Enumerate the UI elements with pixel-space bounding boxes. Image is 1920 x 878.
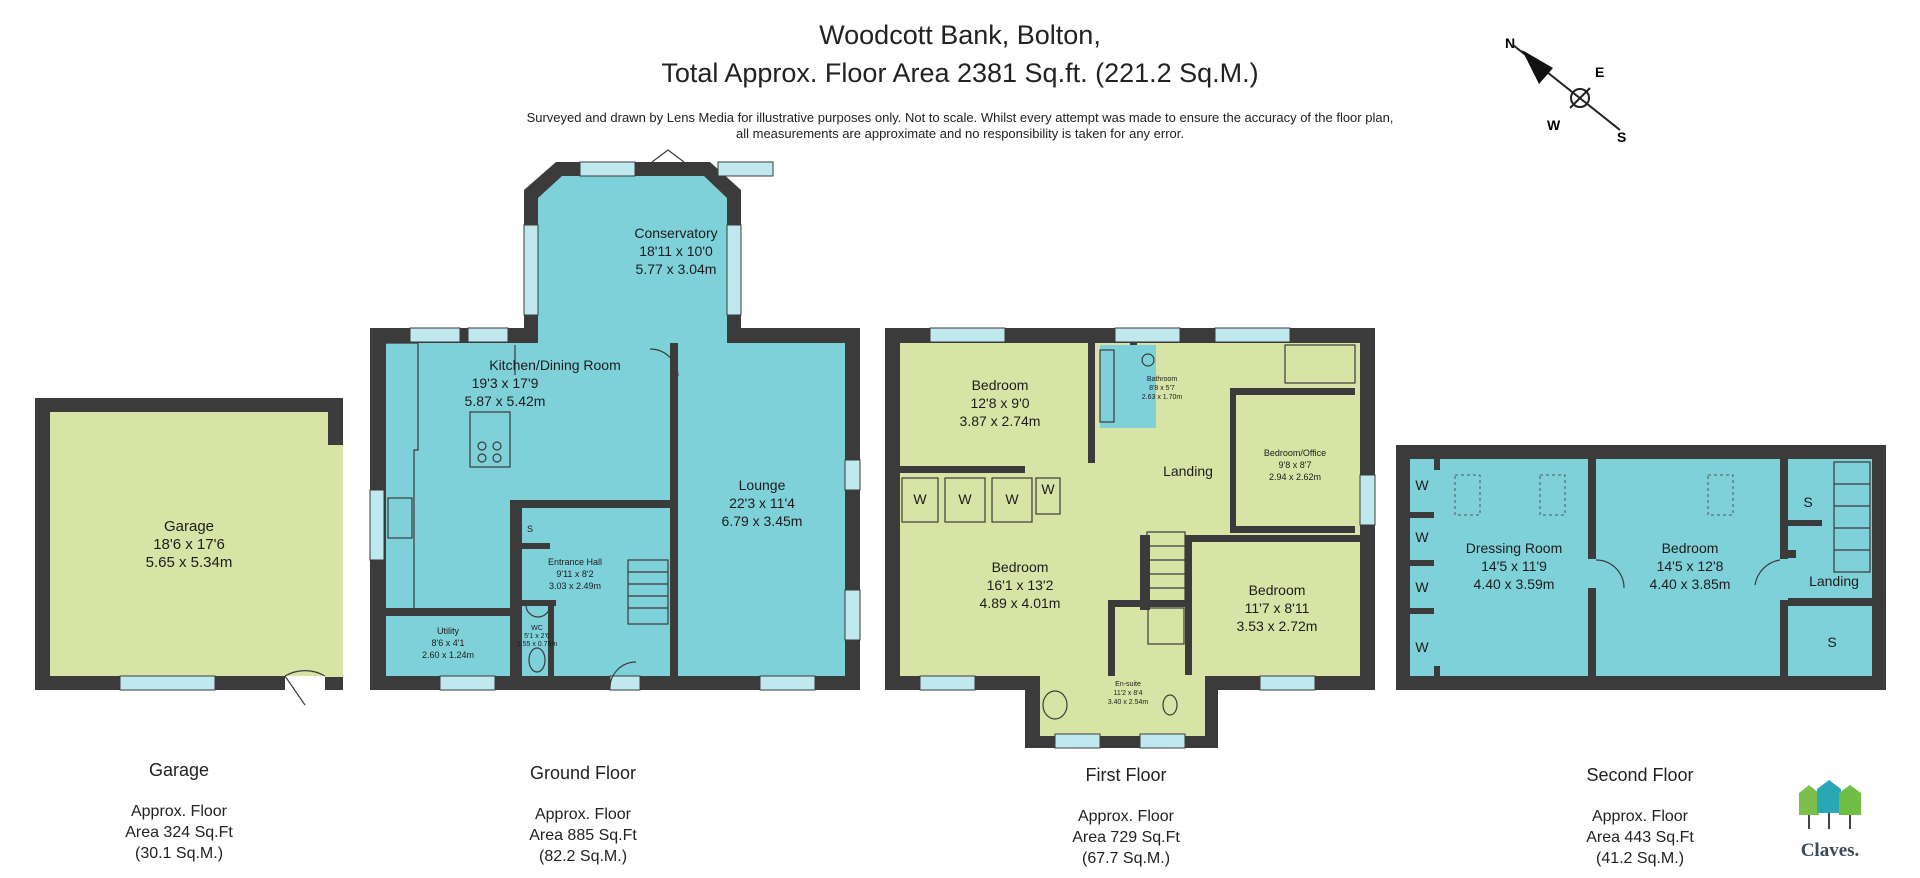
room-labels: Garage 18'6 x 17'6 5.65 x 5.34m Conserva… [146, 225, 1859, 706]
bedroom-1-dims-imperial: 12'8 x 9'0 [970, 395, 1029, 411]
floor-name: Ground Floor [529, 763, 637, 783]
garage-name: Garage [164, 518, 214, 535]
second-floor-landing-label: Landing [1809, 573, 1859, 589]
store-label: S [527, 524, 533, 534]
garage-dims-imperial: 18'6 x 17'6 [153, 536, 225, 553]
bedroom-2-dims-metric: 4.89 x 4.01m [980, 595, 1061, 611]
floor-area-line-1: Approx. Floor [1591, 808, 1689, 825]
floor-area-line-2: Area 324 Sq.Ft [125, 824, 233, 841]
wc-name: WC [531, 625, 543, 632]
second-floor-plan [1396, 445, 1886, 690]
bedroom-4-name: Bedroom [1662, 540, 1719, 556]
bedroom-1-dims-metric: 3.87 x 2.74m [960, 413, 1041, 429]
bedroom-2-name: Bedroom [992, 559, 1049, 575]
office-name: Bedroom/Office [1264, 448, 1326, 458]
bedroom-1-name: Bedroom [972, 377, 1029, 393]
floor-area-line-2: Area 885 Sq.Ft [529, 827, 637, 844]
wardrobe-label: W [1415, 477, 1429, 493]
conservatory-dims-imperial: 18'11 x 10'0 [639, 243, 713, 259]
floor-area-line-3: (30.1 Sq.M.) [134, 845, 224, 862]
wardrobe-label: W [1415, 639, 1429, 655]
conservatory-name: Conservatory [634, 225, 717, 241]
wardrobe-label: W [1415, 579, 1429, 595]
first-floor-plan [885, 327, 1376, 749]
compass-icon: N E W S [1505, 35, 1626, 145]
floor-area-line-2: Area 729 Sq.Ft [1072, 829, 1180, 846]
office-dims-imperial: 9'8 x 8'7 [1279, 460, 1312, 470]
first-floor-landing-label: Landing [1163, 463, 1213, 479]
wc-dims-imperial: 5'1 x 2'6 [524, 633, 550, 640]
garage-dims-metric: 5.65 x 5.34m [146, 554, 233, 571]
kitchen-dims-metric: 5.87 x 5.42m [465, 393, 546, 409]
floor-summary-garage: Garage Approx. Floor Area 324 Sq.Ft (30.… [99, 760, 259, 864]
dressing-room-dims-imperial: 14'5 x 11'9 [1481, 558, 1547, 574]
floor-summary-first: First Floor Approx. Floor Area 729 Sq.Ft… [1046, 765, 1206, 869]
ground-floor-plan [369, 149, 861, 691]
entrance-hall-dims-imperial: 9'11 x 8'2 [556, 569, 593, 579]
lounge-dims-metric: 6.79 x 3.45m [722, 513, 803, 529]
dressing-room-dims-metric: 4.40 x 3.59m [1474, 576, 1555, 592]
floor-area-line-3: (67.7 Sq.M.) [1081, 850, 1171, 867]
garage-plan [35, 398, 343, 706]
disclaimer-line-2: all measurements are approximate and no … [736, 126, 1184, 141]
lounge-dims-imperial: 22'3 x 11'4 [729, 495, 795, 511]
floor-area-line-1: Approx. Floor [1077, 808, 1175, 825]
floor-summary-ground: Ground Floor Approx. Floor Area 885 Sq.F… [503, 763, 663, 867]
ensuite-dims-metric: 3.40 x 2.54m [1108, 699, 1149, 706]
bedroom-3-name: Bedroom [1249, 582, 1306, 598]
utility-dims-metric: 2.60 x 1.24m [422, 650, 474, 660]
lounge-name: Lounge [739, 477, 786, 493]
kitchen-name: Kitchen/Dining Room [489, 357, 621, 373]
compass-n: N [1505, 35, 1515, 51]
floor-name: Garage [148, 760, 210, 780]
floor-area-line-1: Approx. Floor [534, 806, 632, 823]
compass-s: S [1617, 129, 1626, 145]
bedroom-3-dims-metric: 3.53 x 2.72m [1237, 618, 1318, 634]
floor-name: Second Floor [1586, 765, 1694, 785]
bathroom-dims-imperial: 8'8 x 5'7 [1149, 385, 1175, 392]
wardrobe-label: W [1415, 529, 1429, 545]
floor-summary-second: Second Floor Approx. Floor Area 443 Sq.F… [1555, 765, 1725, 869]
wardrobe-label: W [958, 491, 972, 507]
claves-logo: Claves. [1795, 775, 1865, 862]
utility-name: Utility [437, 626, 459, 636]
tree-logo-icon [1799, 780, 1861, 829]
wc-dims-metric: 1.55 x 0.76m [517, 641, 558, 648]
conservatory-dims-metric: 5.77 x 3.04m [636, 261, 717, 277]
store-label: S [1803, 494, 1812, 510]
compass-w: W [1547, 117, 1561, 133]
bedroom-4-dims-metric: 4.40 x 3.85m [1650, 576, 1731, 592]
bedroom-3-dims-imperial: 11'7 x 8'11 [1245, 600, 1310, 616]
bathroom-dims-metric: 2.63 x 1.70m [1142, 394, 1183, 401]
plan-title: Woodcott Bank, Bolton, [819, 20, 1101, 50]
floor-area-line-3: (41.2 Sq.M.) [1595, 850, 1685, 867]
wardrobe-label: W [1041, 481, 1055, 497]
kitchen-dims-imperial: 19'3 x 17'9 [472, 375, 539, 391]
logo-text: Claves. [1800, 840, 1860, 861]
ensuite-dims-imperial: 11'2 x 8'4 [1113, 690, 1142, 697]
floor-area-line-3: (82.2 Sq.M.) [538, 848, 628, 865]
bathroom-name: Bathroom [1147, 376, 1178, 383]
floor-area-line-2: Area 443 Sq.Ft [1586, 829, 1694, 846]
entrance-hall-name: Entrance Hall [548, 557, 602, 567]
store-label: S [1827, 634, 1836, 650]
wardrobe-label: W [1005, 491, 1019, 507]
bedroom-2-dims-imperial: 16'1 x 13'2 [987, 577, 1054, 593]
office-dims-metric: 2.94 x 2.62m [1269, 472, 1321, 482]
bedroom-4-dims-imperial: 14'5 x 12'8 [1657, 558, 1724, 574]
disclaimer-line-1: Surveyed and drawn by Lens Media for ill… [526, 110, 1394, 125]
wardrobe-label: W [913, 491, 927, 507]
ensuite-name: En-suite [1115, 681, 1141, 688]
utility-dims-imperial: 8'6 x 4'1 [432, 638, 465, 648]
entrance-hall-dims-metric: 3.03 x 2.49m [549, 581, 601, 591]
floor-name: First Floor [1085, 765, 1167, 785]
plan-total-area: Total Approx. Floor Area 2381 Sq.ft. (22… [661, 58, 1259, 88]
dressing-room-name: Dressing Room [1466, 540, 1562, 556]
compass-e: E [1595, 64, 1604, 80]
floor-area-line-1: Approx. Floor [130, 803, 228, 820]
